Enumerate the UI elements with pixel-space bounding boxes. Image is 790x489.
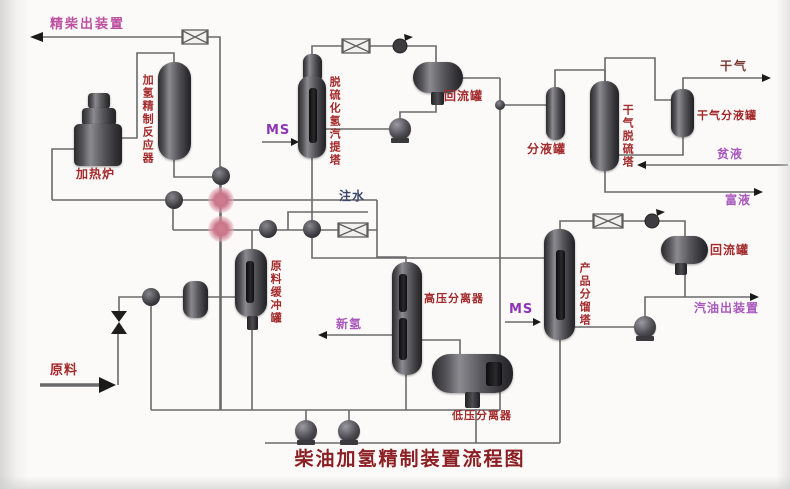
- label-stripper: 脱硫化氢汽提塔: [328, 76, 342, 167]
- bottoms-pump-2: [338, 420, 360, 442]
- page-edge-left: [0, 0, 30, 489]
- heat-exchanger-node-pink: [208, 216, 234, 242]
- bottoms-pump-1: [295, 420, 317, 442]
- hp-separator-vessel: [392, 262, 422, 375]
- page-edge-right: [776, 0, 790, 489]
- stream-label-refined-diesel-out: 精柴出装置: [50, 17, 126, 32]
- page-edge-bottom: [0, 476, 790, 489]
- arrow-dry-gas: [762, 74, 771, 82]
- lp-separator-vessel: [432, 354, 513, 393]
- diagram-title: 柴油加氢精制装置流程图: [294, 448, 526, 470]
- overhead-pump-icon: [644, 209, 665, 229]
- furnace-body: [74, 124, 122, 166]
- small-drum: [183, 281, 208, 318]
- stream-label-dry-gas: 干气: [720, 59, 749, 73]
- stream-label-ms2: MS: [509, 302, 534, 317]
- air-cooler-icon: [592, 213, 624, 229]
- arrow-fresh-h2: [318, 331, 327, 339]
- label-furnace: 加热炉: [76, 167, 116, 181]
- stream-label-gasoline-out: 汽油出装置: [694, 301, 760, 315]
- dry-gas-knockout-drum: [671, 89, 694, 137]
- pump-base: [340, 440, 358, 445]
- heat-exchanger-node: [303, 220, 321, 238]
- arrow-rich: [754, 188, 763, 196]
- heat-exchanger-node: [259, 220, 277, 238]
- heat-exchanger-node: [142, 288, 160, 306]
- feed-surge-drum-vessel: [235, 249, 267, 317]
- product-fractionator-column: [544, 229, 575, 340]
- arrow-gasoline-out: [750, 293, 759, 301]
- flow-arrows: [30, 32, 771, 393]
- label-fractionator: 产品分馏塔: [578, 262, 592, 327]
- label-reflux-drum-1: 回流罐: [444, 89, 484, 103]
- arrow-ms1: [291, 138, 299, 146]
- label-feed-surge-drum: 原料缓冲罐: [269, 260, 283, 325]
- air-coolers: [181, 29, 624, 238]
- furnace-stack: [88, 93, 110, 109]
- stream-label-water-injection: 注水: [339, 189, 366, 203]
- arrow-feed: [99, 377, 116, 393]
- label-reactor: 加氢精制反应器: [141, 74, 155, 165]
- knockout-drum: [546, 87, 565, 140]
- heat-exchanger-node-pink: [208, 187, 234, 213]
- heat-exchanger-node: [165, 191, 183, 209]
- pump-base: [391, 138, 409, 143]
- feed-surge-nozzle: [247, 316, 258, 330]
- overhead-pump-icon: [392, 34, 413, 54]
- lp-separator-nozzle: [465, 392, 480, 408]
- air-cooler-icon: [341, 38, 371, 54]
- air-cooler-icon: [337, 222, 369, 238]
- arrow-lean: [637, 161, 646, 169]
- junction-node: [495, 100, 505, 110]
- arrow-diesel-out: [30, 32, 43, 42]
- arrow-ms2: [533, 318, 541, 326]
- label-dry-gas-ko-drum: 干气分液罐: [697, 109, 757, 122]
- stream-label-fresh-hydrogen: 新氢: [336, 317, 363, 331]
- reflux-drum-1: [413, 62, 463, 93]
- stripper-column: [298, 76, 326, 158]
- stream-label-lean: 贫液: [717, 147, 744, 161]
- pump-base: [297, 440, 315, 445]
- fractionator-reflux-pump: [634, 316, 656, 338]
- valve-icon: [111, 311, 127, 334]
- label-lp-separator: 低压分离器: [452, 409, 512, 422]
- reflux-drum-1-nozzle: [431, 92, 444, 105]
- label-ko-drum: 分液罐: [527, 142, 567, 156]
- furnace-neck: [82, 108, 116, 126]
- stream-label-feed: 原料: [50, 363, 79, 378]
- pump-base: [636, 336, 654, 341]
- stream-label-rich: 富液: [725, 193, 752, 207]
- label-reflux-drum-2: 回流罐: [710, 243, 750, 257]
- air-cooler-icon: [181, 29, 209, 45]
- hydrotreating-reactor: [158, 62, 191, 160]
- stream-label-ms1: MS: [266, 123, 291, 138]
- reflux-drum-2: [661, 236, 708, 264]
- heat-exchanger-node: [212, 167, 230, 185]
- dry-gas-absorber-column: [590, 81, 619, 171]
- label-dry-gas-absorber: 干气脱硫塔: [621, 104, 635, 169]
- reflux-drum-2-nozzle: [675, 263, 687, 275]
- label-hp-separator: 高压分离器: [424, 292, 484, 305]
- stripper-reflux-pump: [389, 118, 411, 140]
